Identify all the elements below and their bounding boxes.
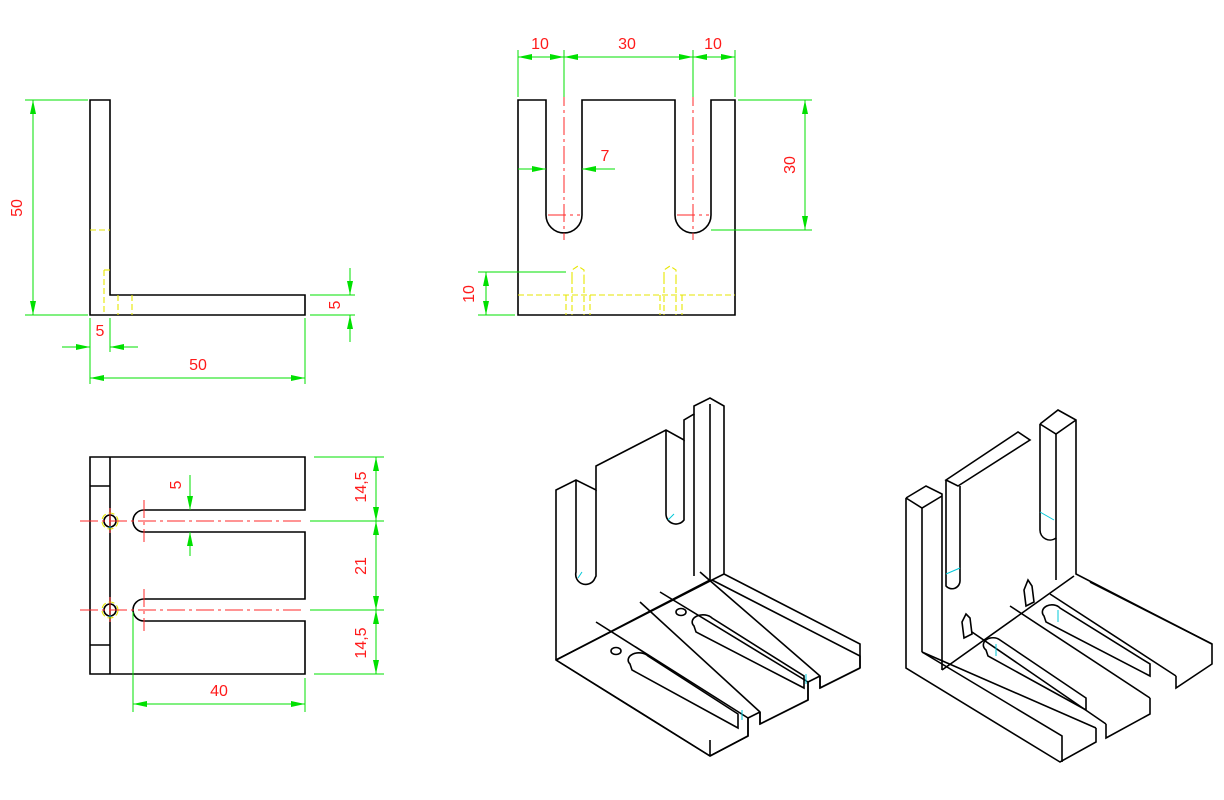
front-dim-width-label: 50 xyxy=(189,357,207,374)
side-dim-hole-height: 10 xyxy=(461,271,566,316)
side-dim-slot-width: 7 xyxy=(518,148,615,172)
front-view-outline xyxy=(89,99,306,316)
front-dim-width: 50 xyxy=(89,318,306,384)
front-dim-height-label: 50 xyxy=(9,199,26,217)
front-view-hidden-lines xyxy=(90,229,133,315)
side-dim-left-label: 10 xyxy=(531,36,549,53)
side-dim-slot-depth-label: 30 xyxy=(782,156,799,174)
front-dim-height: 50 xyxy=(9,99,88,316)
top-dim-slot-length-label: 40 xyxy=(210,683,228,700)
side-dim-slot-depth: 30 xyxy=(711,99,812,231)
top-dim-slot-length: 40 xyxy=(132,612,306,712)
isometric-view-2 xyxy=(905,409,1213,763)
isometric-view-1 xyxy=(555,397,861,757)
top-dim-slot-width-label: 5 xyxy=(168,480,185,489)
front-dim-thickness-label: 5 xyxy=(327,300,344,309)
top-view-wall-edges xyxy=(90,457,111,674)
top-view-outline xyxy=(89,456,306,675)
front-dim-foot: 5 xyxy=(62,318,138,352)
top-dim-top-label: 14,5 xyxy=(353,471,370,502)
front-view: 50 5 5 50 xyxy=(9,99,355,384)
front-dim-thickness: 5 xyxy=(310,268,355,342)
side-dim-slot-width-label: 7 xyxy=(601,148,610,165)
top-view: 5 14,5 21 14,5 40 xyxy=(80,456,384,712)
top-dim-middle-label: 21 xyxy=(353,557,370,575)
side-dim-middle-label: 30 xyxy=(618,36,636,53)
top-dim-slot-width: 5 xyxy=(168,475,193,556)
top-dim-right-chain: 14,5 21 14,5 xyxy=(310,456,384,675)
side-view-outline xyxy=(517,99,736,316)
top-view-centerlines xyxy=(80,500,305,631)
side-dim-top-chain: 10 30 10 xyxy=(517,36,736,97)
top-dim-bottom-label: 14,5 xyxy=(353,627,370,658)
side-view: 10 30 10 7 30 10 xyxy=(461,36,812,316)
front-dim-foot-label: 5 xyxy=(96,323,105,340)
side-dim-right-label: 10 xyxy=(704,36,722,53)
side-dim-hole-height-label: 10 xyxy=(461,285,478,303)
side-view-hidden-lines xyxy=(518,265,735,315)
side-view-centerlines xyxy=(548,88,709,240)
